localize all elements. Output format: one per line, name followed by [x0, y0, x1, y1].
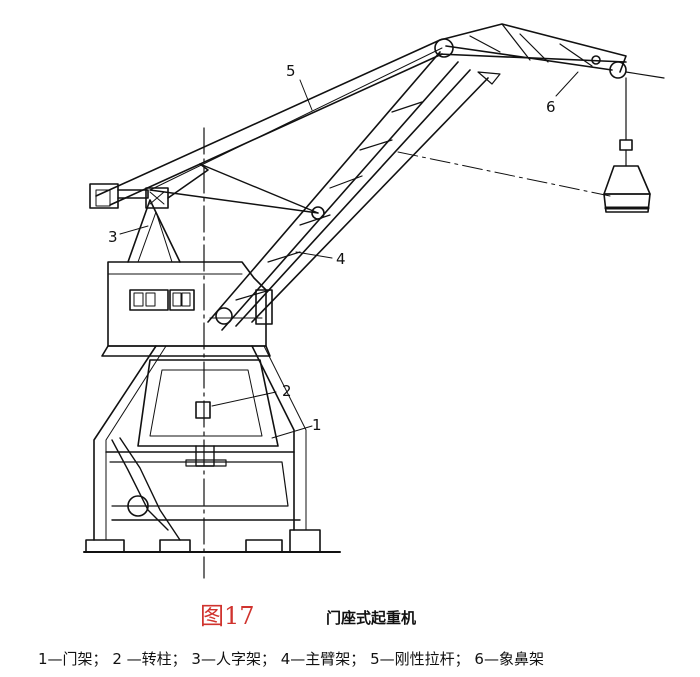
portal-crane-drawing: 5 3 4 6 2 1 — [83, 23, 665, 579]
callout-3: 3 — [108, 228, 118, 246]
callout-5: 5 — [286, 62, 296, 80]
grab-bucket — [603, 77, 651, 213]
callout-4: 4 — [336, 250, 346, 268]
callout-1: 1 — [312, 416, 322, 434]
slewing-column — [137, 359, 279, 467]
portal-frame — [83, 345, 341, 553]
a-frame — [127, 163, 209, 263]
figure-legend: 1—门架； 2 —转柱； 3—人字架； 4—主臂架； 5—刚性拉杆； 6—象鼻架 — [38, 648, 544, 669]
legend-item: 6—象鼻架 — [474, 650, 544, 668]
legend-item: 3—人字架； — [191, 650, 276, 668]
figure-number: 图17 — [200, 602, 255, 630]
counterweight-box — [89, 183, 149, 209]
reach-line — [397, 151, 611, 197]
machine-room — [101, 261, 273, 357]
callout-6: 6 — [546, 98, 556, 116]
rigid-tie-rod — [95, 39, 443, 206]
callout-leaders — [119, 71, 579, 439]
legend-item: 2 —转柱； — [112, 650, 187, 668]
jib — [434, 23, 665, 85]
legend-item: 4—主臂架； — [280, 650, 366, 668]
main-boom — [149, 51, 489, 331]
callout-2: 2 — [282, 382, 292, 400]
legend-item: 1—门架； — [38, 650, 108, 668]
figure-title: 门座式起重机 — [326, 609, 417, 627]
legend-item: 5—刚性拉杆； — [370, 650, 470, 668]
